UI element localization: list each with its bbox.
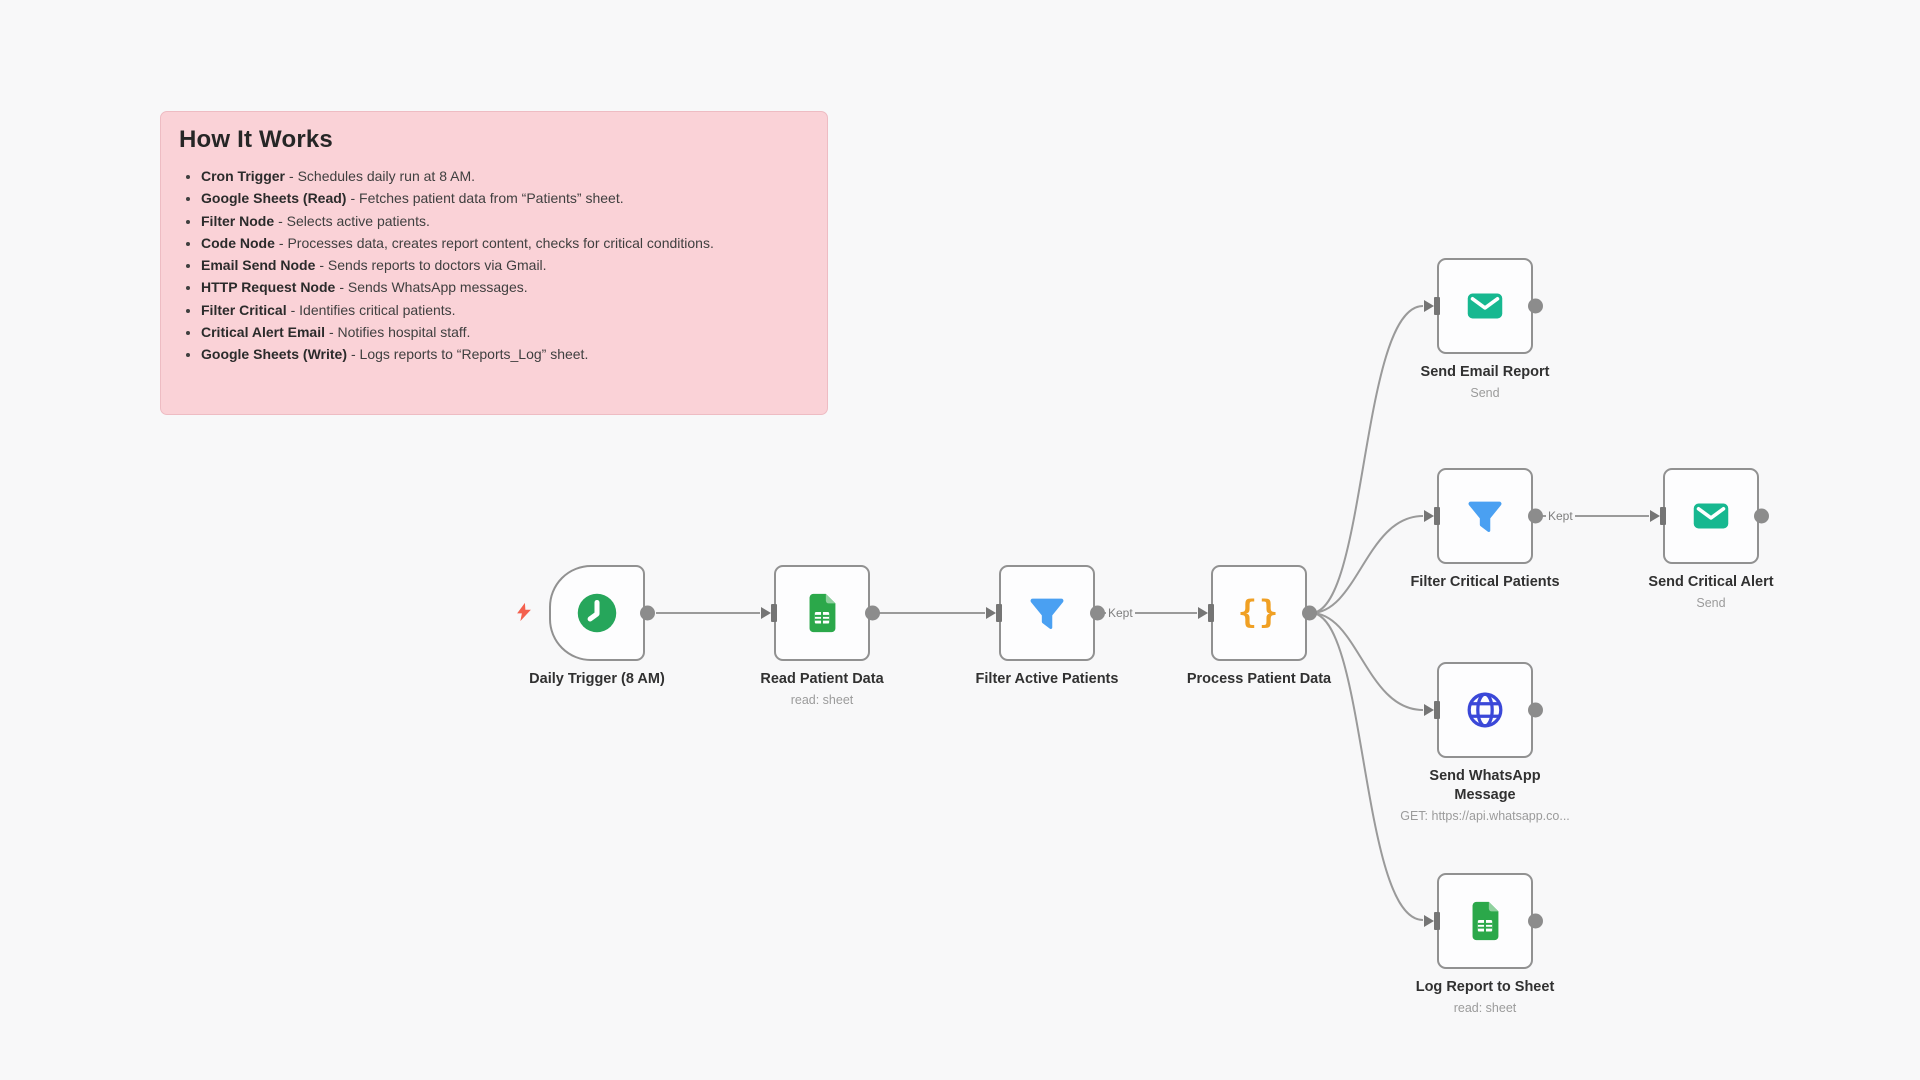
node-box[interactable] — [549, 565, 655, 661]
node-box[interactable] — [1424, 873, 1543, 969]
output-port[interactable] — [865, 605, 880, 621]
sticky-item: Code Node- Processes data, creates repor… — [201, 232, 809, 254]
node-label: Send Critical Alert — [1648, 574, 1774, 590]
node-label: Filter Active Patients — [975, 671, 1119, 687]
node-log-report-to-sheet[interactable]: Log Report to Sheet read: sheet — [1416, 873, 1554, 1016]
node-filter-active-patients[interactable]: Filter Active Patients — [976, 565, 1118, 689]
node-box[interactable] — [1650, 468, 1769, 564]
node-box[interactable] — [761, 565, 880, 661]
node-subtitle: GET: https://api.whatsapp.co... — [1400, 809, 1570, 823]
sticky-item: Filter Critical- Identifies critical pat… — [201, 299, 809, 321]
node-send-whatsapp-message[interactable]: Send WhatsApp Message GET: https://api.w… — [1400, 662, 1570, 824]
sticky-item: HTTP Request Node- Sends WhatsApp messag… — [201, 276, 809, 298]
input-port[interactable] — [1198, 604, 1214, 622]
node-label: Send WhatsApp Message — [1429, 768, 1541, 803]
output-port[interactable] — [1754, 508, 1769, 524]
input-port[interactable] — [761, 604, 777, 622]
globe-icon — [1467, 692, 1503, 728]
node-filter-critical-patients[interactable]: Filter Critical Patients — [1410, 468, 1560, 592]
lightning-icon — [517, 602, 531, 622]
sticky-item: Google Sheets (Read)- Fetches patient da… — [201, 187, 809, 209]
output-port[interactable] — [1528, 508, 1543, 524]
funnel-icon — [1030, 598, 1064, 630]
sticky-item: Critical Alert Email- Notifies hospital … — [201, 321, 809, 343]
input-port[interactable] — [1424, 297, 1440, 315]
node-subtitle: read: sheet — [790, 693, 854, 707]
node-label: Send Email Report — [1420, 364, 1550, 380]
output-port[interactable] — [1302, 605, 1317, 621]
node-subtitle: Send — [1696, 596, 1726, 610]
wire-process-to-whatsapp — [1310, 612, 1424, 711]
kept-label: Kept — [1546, 509, 1575, 523]
mail-icon — [1467, 293, 1503, 319]
input-port[interactable] — [1650, 507, 1666, 525]
wire-process-to-log — [1310, 612, 1424, 921]
node-label: Daily Trigger (8 AM) — [529, 671, 665, 687]
sticky-list: Cron Trigger- Schedules daily run at 8 A… — [179, 165, 809, 366]
node-read-patient-data[interactable]: Read Patient Data read: sheet — [760, 565, 884, 708]
sticky-item: Google Sheets (Write)- Logs reports to “… — [201, 343, 809, 365]
node-subtitle: Send — [1470, 386, 1500, 400]
code-braces-icon: {} — [1238, 593, 1281, 631]
node-box[interactable] — [1424, 258, 1543, 354]
mail-icon — [1693, 503, 1729, 529]
funnel-icon — [1468, 501, 1502, 533]
sticky-item: Cron Trigger- Schedules daily run at 8 A… — [201, 165, 809, 187]
node-box[interactable] — [1424, 468, 1543, 564]
input-port[interactable] — [1424, 701, 1440, 719]
node-box[interactable] — [986, 565, 1105, 661]
input-port[interactable] — [1424, 912, 1440, 930]
node-subtitle: read: sheet — [1453, 1001, 1517, 1015]
google-sheets-icon — [1472, 901, 1499, 941]
node-label: Read Patient Data — [760, 671, 884, 687]
svg-text:{}: {} — [1238, 593, 1281, 631]
output-port[interactable] — [1528, 913, 1543, 929]
node-box[interactable]: {} — [1198, 565, 1317, 661]
clock-icon — [577, 593, 617, 633]
node-send-email-report[interactable]: Send Email Report Send — [1421, 258, 1549, 401]
output-port[interactable] — [640, 605, 655, 621]
output-port[interactable] — [1528, 298, 1543, 314]
sticky-item: Email Send Node- Sends reports to doctor… — [201, 254, 809, 276]
google-sheets-icon — [809, 593, 836, 633]
sticky-item: Filter Node- Selects active patients. — [201, 210, 809, 232]
node-label: Filter Critical Patients — [1410, 574, 1560, 590]
node-daily-trigger[interactable]: Daily Trigger (8 AM) — [529, 565, 665, 689]
node-send-critical-alert[interactable]: Send Critical Alert Send — [1648, 468, 1774, 611]
wire-process-to-filtercritical — [1310, 515, 1424, 614]
node-label: Process Patient Data — [1186, 671, 1332, 687]
sticky-title: How It Works — [179, 126, 333, 153]
node-process-patient-data[interactable]: {} Process Patient Data — [1187, 565, 1331, 689]
input-port[interactable] — [1424, 507, 1440, 525]
kept-label: Kept — [1106, 606, 1135, 620]
input-port[interactable] — [986, 604, 1002, 622]
output-port[interactable] — [1528, 702, 1543, 718]
output-port[interactable] — [1090, 605, 1105, 621]
node-label: Log Report to Sheet — [1415, 979, 1555, 995]
node-box[interactable] — [1424, 662, 1543, 758]
sticky-note[interactable]: How It Works Cron Trigger- Schedules dai… — [160, 111, 828, 415]
wire-process-to-email — [1310, 305, 1424, 614]
